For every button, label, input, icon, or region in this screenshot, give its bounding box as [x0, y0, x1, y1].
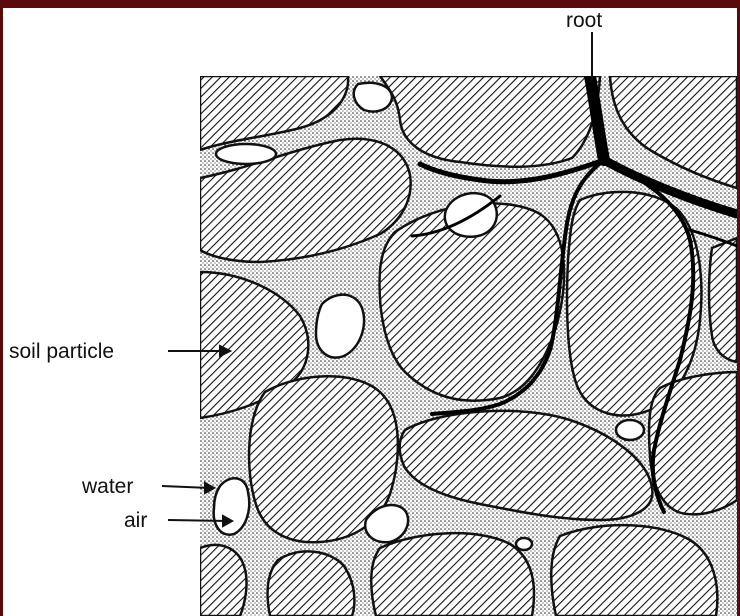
label-water: water — [81, 475, 133, 498]
soil-particle — [709, 238, 737, 362]
air-pocket — [616, 420, 644, 440]
air-leader-line — [168, 520, 228, 521]
label-soil-particle: soil particle — [9, 340, 114, 363]
air-pocket — [216, 144, 276, 164]
label-root: root — [566, 9, 602, 32]
soil-particle — [649, 372, 737, 514]
soil-particle — [371, 533, 534, 616]
air-pocket — [214, 478, 250, 534]
label-air: air — [124, 509, 147, 532]
soil-particle — [200, 545, 247, 616]
air-pocket — [354, 83, 392, 112]
air-pocket — [516, 538, 532, 550]
